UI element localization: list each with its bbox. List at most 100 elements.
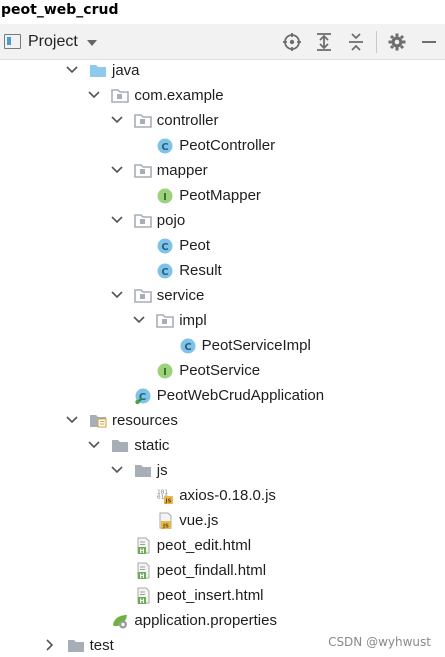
folder-icon <box>111 437 129 454</box>
tree-row[interactable]: impl <box>0 308 445 333</box>
class-icon: C <box>156 137 174 154</box>
chevron-down-icon[interactable] <box>110 213 124 227</box>
package-icon <box>156 312 174 329</box>
tree-row[interactable]: pojo <box>0 208 445 233</box>
project-view-selector[interactable]: Project <box>0 24 97 59</box>
tree-row[interactable]: C PeotController <box>0 133 445 158</box>
svg-text:C: C <box>162 242 169 253</box>
tree-item-label: Result <box>179 262 222 279</box>
html-file-icon: H <box>134 537 152 555</box>
tree-row[interactable]: java <box>0 58 445 83</box>
html-file-icon: H <box>134 562 152 580</box>
tree-row[interactable]: test <box>0 633 445 657</box>
svg-text:I: I <box>163 192 167 203</box>
collapse-all-icon <box>349 33 363 51</box>
tree-item-label: PeotMapper <box>179 187 261 204</box>
html-file-icon: H <box>134 587 152 605</box>
tree-item-label: vue.js <box>179 512 219 529</box>
window-title: peot_web_crud <box>0 0 445 22</box>
tree-item-label: java <box>112 62 140 79</box>
class-icon: C <box>156 237 174 254</box>
tree-row[interactable]: I PeotMapper <box>0 183 445 208</box>
svg-text:C: C <box>139 392 146 403</box>
tree-item-label: axios-0.18.0.js <box>179 487 276 504</box>
tree-item-label: PeotController <box>179 137 276 154</box>
chevron-down-icon[interactable] <box>110 288 124 302</box>
expand-all-button[interactable] <box>308 24 340 60</box>
tree-row[interactable]: resources <box>0 408 445 433</box>
tree-item-label: service <box>156 287 205 304</box>
tree-row[interactable]: I PeotService <box>0 358 445 383</box>
chevron-down-icon[interactable] <box>110 113 124 127</box>
chevron-down-icon[interactable] <box>65 63 79 77</box>
package-icon <box>111 87 130 104</box>
js-file-icon: JS <box>156 512 174 530</box>
tree-row[interactable]: C PeotServiceImpl <box>0 333 445 358</box>
chevron-down-icon[interactable] <box>87 438 101 452</box>
locate-button[interactable] <box>276 24 308 60</box>
project-toolbar: Project <box>0 24 445 60</box>
tree-item-label: com.example <box>134 87 224 104</box>
svg-text:C: C <box>184 342 191 353</box>
chevron-down-icon[interactable] <box>132 313 146 327</box>
tree-row[interactable]: C Peot <box>0 233 445 258</box>
class-icon: C <box>179 337 197 354</box>
folder-icon <box>67 637 85 654</box>
tree-row[interactable]: C Result <box>0 258 445 283</box>
package-icon <box>133 287 152 304</box>
chevron-down-icon[interactable] <box>87 88 101 102</box>
tree-item-label: test <box>89 637 114 654</box>
watermark: CSDN @wyhwust <box>328 635 431 649</box>
tree-row[interactable]: service <box>0 283 445 308</box>
resources-folder-icon <box>89 412 107 429</box>
tree-item-label: peot_insert.html <box>156 587 264 604</box>
class-icon: C <box>156 262 174 279</box>
expand-all-icon <box>317 33 331 51</box>
settings-button[interactable] <box>381 24 413 60</box>
chevron-down-icon <box>86 39 97 46</box>
interface-icon: I <box>156 362 174 379</box>
tree-row[interactable]: mapper <box>0 158 445 183</box>
tree-item-label: application.properties <box>134 612 277 629</box>
package-icon <box>133 212 152 229</box>
properties-file-icon <box>111 612 129 629</box>
package-icon <box>133 162 152 179</box>
collapse-all-button[interactable] <box>340 24 372 60</box>
hide-panel-button[interactable] <box>413 24 445 60</box>
chevron-down-icon[interactable] <box>110 463 124 477</box>
source-folder-icon <box>89 62 107 79</box>
tree-item-label: js <box>156 462 168 479</box>
tree-row[interactable]: com.example <box>0 83 445 108</box>
svg-text:I: I <box>163 367 167 378</box>
tree-item-label: pojo <box>156 212 186 229</box>
tree-item-label: peot_findall.html <box>156 562 267 579</box>
tree-item-label: impl <box>179 312 207 329</box>
folder-icon <box>134 462 152 479</box>
svg-text:C: C <box>162 267 169 278</box>
spring-boot-class-icon: C <box>134 387 152 405</box>
tree-row[interactable]: JS vue.js <box>0 508 445 533</box>
tree-item-label: Peot <box>179 237 211 254</box>
chevron-down-icon[interactable] <box>65 413 79 427</box>
tree-row[interactable]: application.properties <box>0 608 445 633</box>
tree-item-label: PeotServiceImpl <box>201 337 311 354</box>
tree-item-label: PeotService <box>179 362 261 379</box>
chevron-down-icon[interactable] <box>110 163 124 177</box>
toolbar-divider <box>376 31 377 53</box>
tree-row[interactable]: static <box>0 433 445 458</box>
gear-icon <box>388 33 406 51</box>
tree-row[interactable]: controller <box>0 108 445 133</box>
svg-text:H: H <box>139 548 144 555</box>
svg-text:H: H <box>139 573 144 580</box>
svg-text:H: H <box>139 598 144 605</box>
chevron-right-icon[interactable] <box>43 638 57 652</box>
tree-row[interactable]: js <box>0 458 445 483</box>
svg-text:JS: JS <box>162 524 169 530</box>
project-view-icon <box>4 34 21 49</box>
